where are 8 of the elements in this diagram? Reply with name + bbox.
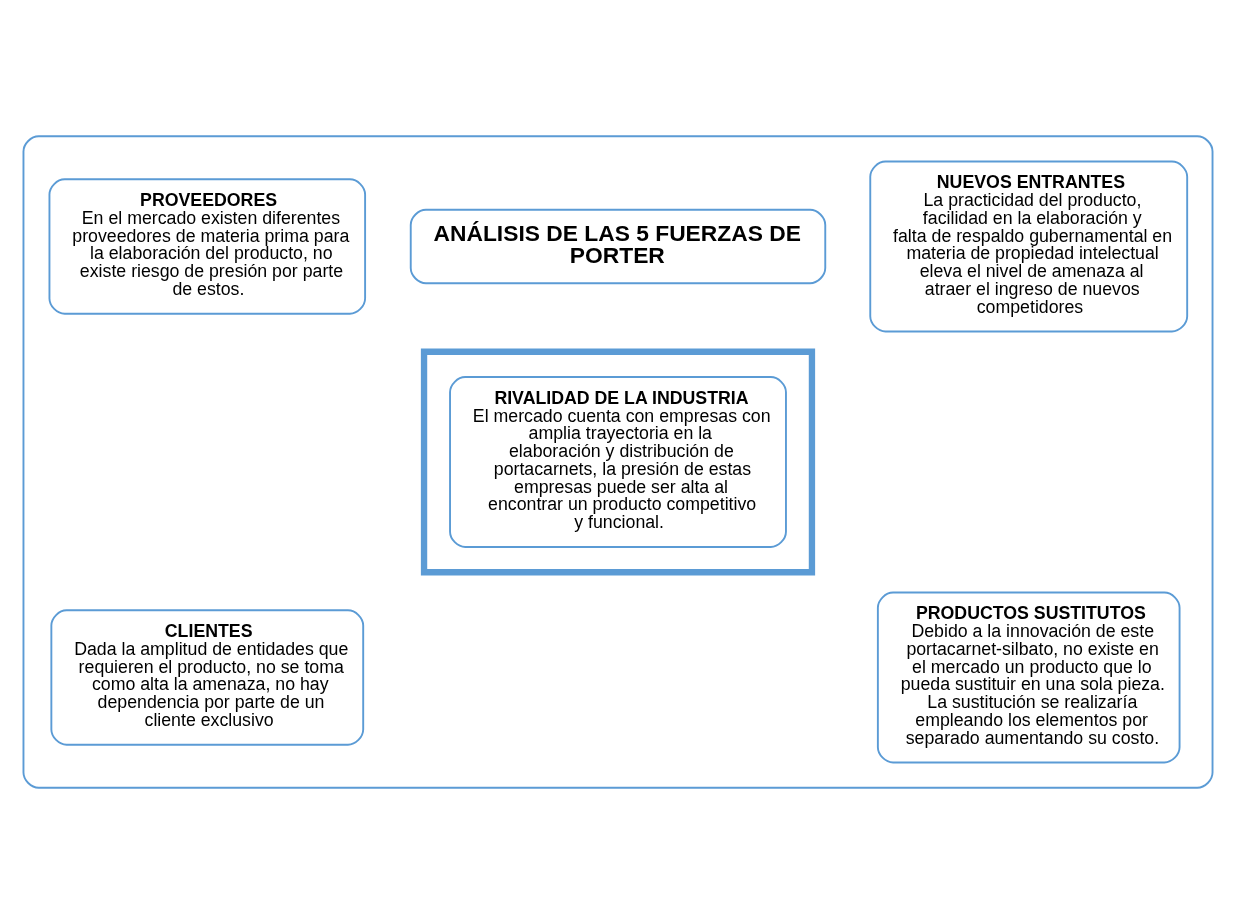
node-box: NUEVOS ENTRANTES La practicidad del producto, facilidad en la elaboración y falta de respaldo gubernamental en materia de propiedad intelectual eleva el nivel de amenaza al atraer el ingreso de nuevos competidores bbox=[869, 160, 1189, 333]
node-box: RIVALIDAD DE LA INDUSTRIA El mercado cuenta con empresas con amplia trayectoria en la elaboración y distribución de portacarnets, la presión de estas empresas puede ser alta al encontrar un producto competitivo y funcional. bbox=[449, 376, 787, 548]
node-box: CLIENTES Dada la amplitud de entidades que requieren el producto, no se toma como alta la amenaza, no hay dependencia por parte de un cliente exclusivo bbox=[50, 609, 365, 746]
node-box: PROVEEDORES En el mercado existen diferentes proveedores de materia prima para la elaboración del producto, no existe riesgo de presión por parte de estos. bbox=[48, 178, 367, 315]
cluster bbox=[420, 348, 816, 576]
node-box: ANÁLISIS DE LAS 5 FUERZAS DE PORTER bbox=[409, 208, 827, 285]
node-box: PRODUCTOS SUSTITUTOS Debido a la innovación de este portacarnet-silbato, no existe en el mercado un producto que lo pueda sustituir en una sola pieza. La sustitución se realizaría empleando los elementos por separado aumentando su costo. bbox=[876, 591, 1181, 764]
cluster bbox=[22, 135, 1214, 789]
